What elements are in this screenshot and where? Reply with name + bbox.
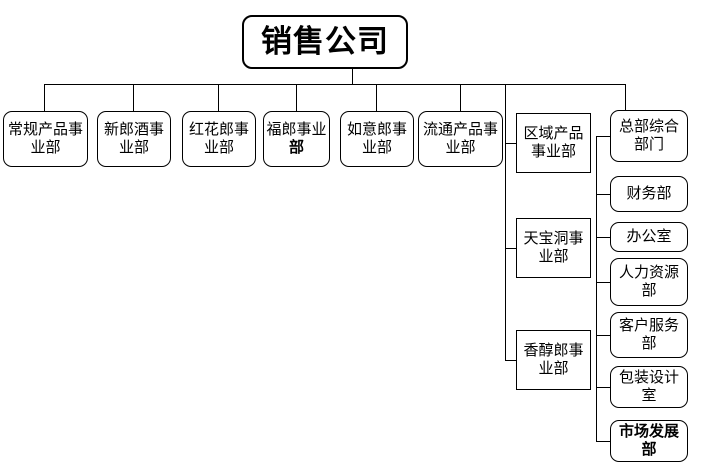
org-node-division-5-label: 如意郎事业部 [346,120,407,156]
connector-stub-dept-6 [596,387,610,388]
org-node-department-6[interactable]: 包装设计室 [610,366,688,408]
org-node-department-2-label: 财务部 [626,184,672,203]
org-node-department-6-label: 包装设计室 [618,368,679,404]
connector-drop-div-5 [376,84,377,111]
org-node-department-5[interactable]: 客户服务部 [610,312,688,358]
org-node-division-4-label-part-b: 业 [311,120,327,139]
org-node-department-2[interactable]: 财务部 [610,176,688,212]
connector-stub-region-1 [505,143,516,144]
org-node-division-5[interactable]: 如意郎事业部 [340,111,414,167]
connector-stub-region-3 [505,360,516,361]
org-node-department-4-label: 人力资源部 [618,263,679,299]
org-node-department-3-label: 办公室 [626,227,672,246]
connector-root-stem [352,69,353,84]
org-node-division-4-label-part-a: 福郎事 [266,120,312,139]
connector-stub-region-2 [505,248,516,249]
org-node-division-4[interactable]: 福郎事业部 [263,111,330,167]
connector-stub-dept-5 [596,335,610,336]
connector-region-spine [505,84,506,360]
org-node-region-3-label: 香醇郎事业部 [523,341,584,377]
org-node-department-4[interactable]: 人力资源部 [610,258,688,306]
connector-drop-dept-bus [625,84,626,110]
connector-stub-dept-2 [596,194,610,195]
org-node-department-1[interactable]: 总部综合部门 [610,110,688,162]
org-node-region-1-label: 区域产品事业部 [523,124,584,160]
connector-drop-div-6 [460,84,461,111]
org-node-department-1-label: 总部综合部门 [618,117,679,153]
org-node-division-1[interactable]: 常规产品事业部 [3,111,88,167]
org-node-division-2[interactable]: 新郎酒事业部 [97,111,171,167]
org-node-department-5-label: 客户服务部 [618,316,679,352]
connector-stub-dept-7 [596,441,610,442]
org-node-division-3-label: 红花郎事业部 [188,120,249,156]
org-node-division-2-label: 新郎酒事业部 [103,120,164,156]
connector-stub-dept-3 [596,237,610,238]
org-node-division-6-label: 流通产品事业部 [422,120,498,156]
connector-drop-div-3 [218,84,219,111]
org-node-division-6[interactable]: 流通产品事业部 [418,111,503,167]
connector-drop-div-1 [44,84,45,111]
org-node-region-1[interactable]: 区域产品事业部 [516,113,591,173]
connector-department-spine [596,136,597,441]
org-node-department-7[interactable]: 市场发展部 [610,420,688,462]
org-node-division-1-label: 常规产品事业部 [7,120,83,156]
connector-stub-dept-1 [596,136,610,137]
org-node-root[interactable]: 销售公司 [242,15,408,69]
connector-stub-dept-4 [596,282,610,283]
org-node-department-7-label: 市场发展部 [618,422,679,458]
org-node-root-label: 销售公司 [261,23,389,60]
org-node-region-3[interactable]: 香醇郎事业部 [516,330,591,390]
connector-level1-bus [44,84,626,85]
connector-drop-div-4 [296,84,297,111]
org-node-region-2[interactable]: 天宝洞事业部 [516,218,591,278]
org-node-division-4-label-part-c: 部 [288,138,304,156]
org-node-region-2-label: 天宝洞事业部 [523,229,584,265]
org-node-division-4-label: 福郎事业部 [264,120,329,156]
org-node-department-3[interactable]: 办公室 [610,222,688,252]
connector-drop-div-2 [133,84,134,111]
org-node-division-3[interactable]: 红花郎事业部 [182,111,256,167]
